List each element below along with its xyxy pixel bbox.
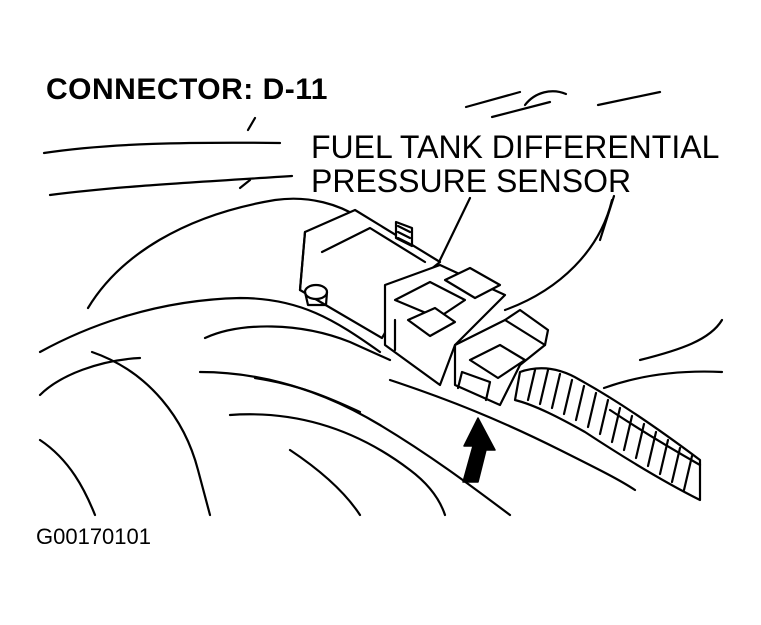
sensor-housing-top [298, 230, 307, 292]
intake-body-edge [288, 448, 362, 517]
intake-body-edge [86, 197, 362, 310]
intake-body-edge [228, 413, 447, 517]
intake-body-edge [198, 370, 512, 517]
contour-line [596, 90, 662, 107]
wire-harness-rib [526, 368, 694, 492]
leader-line [438, 196, 472, 262]
intake-body-edge [503, 198, 614, 312]
intake-body-edge [38, 356, 142, 397]
mounting-bolt [303, 290, 329, 307]
intake-body-edge [38, 296, 382, 354]
wire-harness-edge [608, 408, 702, 467]
intake-body-edge [253, 376, 362, 414]
connector-latch [443, 266, 502, 300]
component-callout-line-1: FUEL TANK DIFFERENTIAL [311, 129, 720, 165]
up-arrow-icon [462, 417, 496, 483]
contour-line [490, 100, 552, 119]
contour-line [42, 141, 282, 155]
connector-title: CONNECTOR: D-11 [46, 73, 328, 106]
wire-harness [513, 367, 702, 502]
intake-body-edge [388, 378, 637, 492]
connector-plug [468, 343, 527, 380]
intake-body-edge [638, 318, 724, 362]
leader-line [598, 194, 616, 242]
intake-body-edge [203, 325, 392, 362]
mounting-bolt [396, 224, 412, 246]
connector-plug [456, 370, 492, 402]
leader-line [238, 178, 252, 190]
figure-id-label: G00170101 [36, 524, 151, 549]
contour-line [48, 174, 294, 197]
intake-body-edge [602, 370, 724, 390]
leader-line [246, 116, 257, 132]
connector-plug [503, 308, 550, 347]
intake-body-edge [38, 438, 97, 517]
mounting-bolt [303, 283, 329, 301]
intake-body-edge [90, 350, 212, 517]
sensor-housing-face [320, 226, 427, 264]
component-callout-line-2: PRESSURE SENSOR [311, 163, 632, 199]
contour-line [464, 90, 522, 109]
connector-latch [406, 306, 457, 338]
contour-line [523, 90, 568, 107]
